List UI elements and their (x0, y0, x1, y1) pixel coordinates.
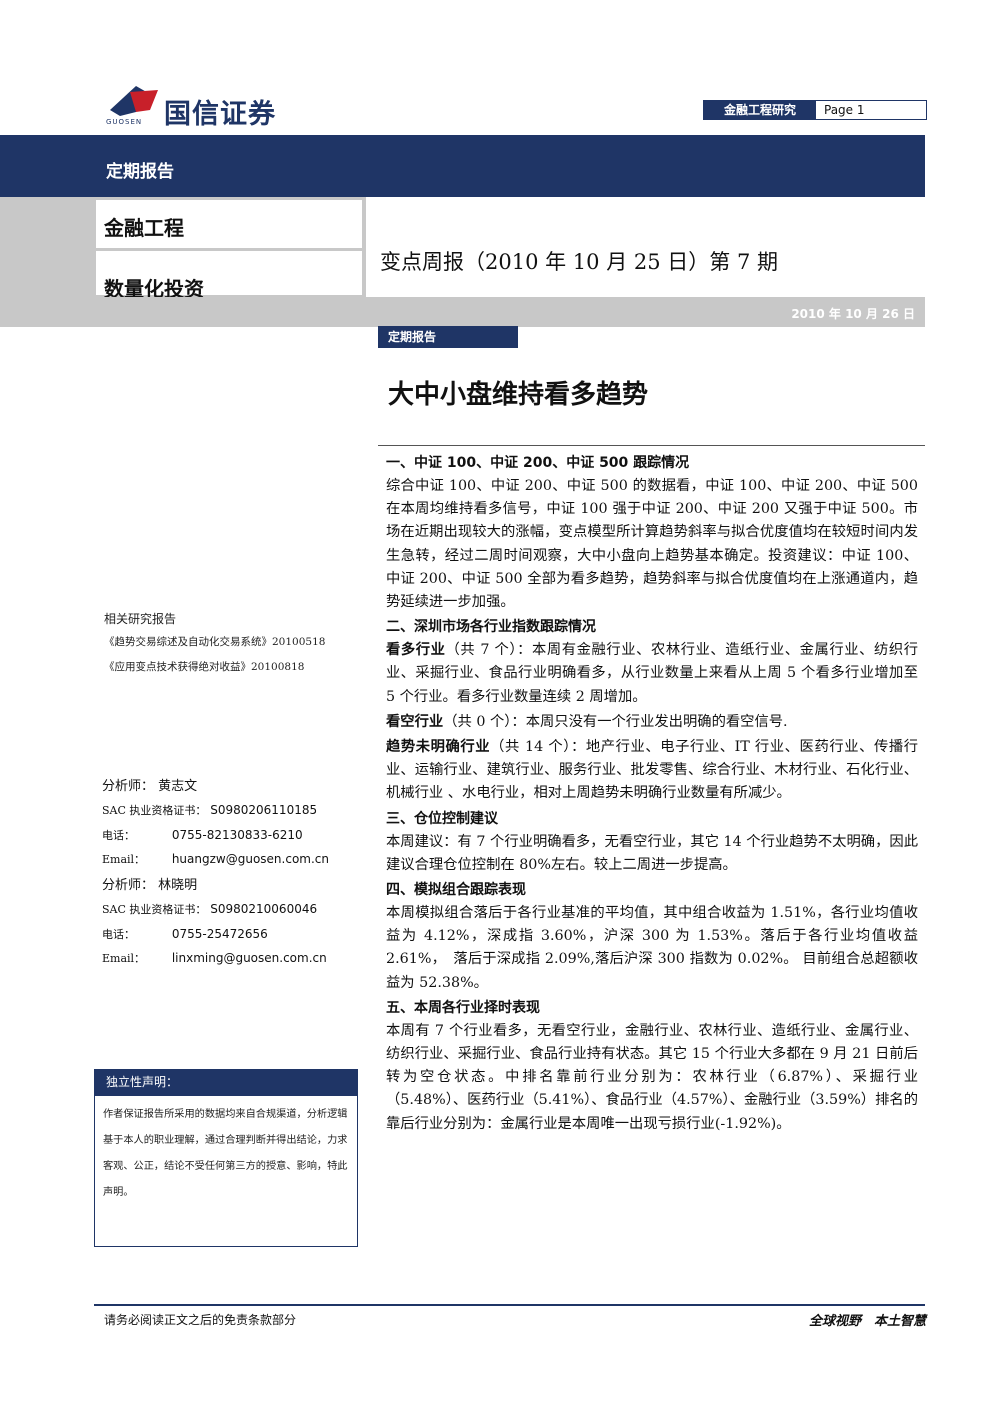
tel-2-value: 0755-25472656 (171, 927, 268, 941)
section-5-text: 本周有 7 个行业看多，无看空行业，金融行业、农林行业、造纸行业、金属行业、纺织… (386, 1022, 918, 1132)
headline: 大中小盘维持看多趋势 (388, 380, 649, 410)
analyst-1-name: 黄志文 (158, 779, 198, 794)
section-3-text: 本周建议：有 7 个行业明确看多，无看空行业，其它 14 个行业趋势不太明确，因… (386, 833, 918, 873)
sac-1-label: SAC 执业资格证书： (102, 804, 207, 817)
section-2-para-2: 看空行业（共 0 个）：本周只没有一个行业发出明确的看空信号. (386, 711, 918, 734)
disclaimer-text: 作者保证报告所采用的数据均来自合规渠道，分析逻辑基于本人的职业理解，通过合理判断… (103, 1109, 348, 1198)
disclaimer-title: 独立性声明： (94, 1069, 358, 1095)
disclaimer-box: 作者保证报告所采用的数据均来自合规渠道，分析逻辑基于本人的职业理解，通过合理判断… (94, 1095, 358, 1247)
headline-divider (378, 445, 925, 446)
section-3-title: 三、仓位控制建议 (386, 810, 498, 827)
unclear-lead: 趋势未明确行业 (386, 739, 491, 756)
unclear-text: 地产行业、电子行业、IT 行业、医药行业、传播行业、运输行业、建筑行业、服务行业… (386, 739, 919, 802)
analyst-2-label: 分析师： (102, 878, 155, 893)
dept-page-tag: 金融工程研究 Page 1 (703, 100, 927, 120)
section-4-text: 本周模拟组合落后于各行业基准的平均值，其中组合收益为 1.51%，各行业均值收益… (386, 905, 918, 991)
category-box-1: 金融工程 (96, 200, 362, 248)
report-type-label: 定期报告 (106, 162, 174, 182)
sac-2-value: S0980210060046 (210, 902, 318, 916)
analyst-2-sac: SAC 执业资格证书： S0980210060046 (102, 901, 317, 917)
report-type-bar: 定期报告 (0, 135, 925, 197)
email-1-label: Email： (102, 853, 146, 866)
page-number: Page 1 (824, 103, 865, 117)
bearish-count: （共 0 个）： (443, 713, 526, 730)
analyst-1-sac: SAC 执业资格证书： S0980206110185 (102, 802, 317, 818)
section-1-text: 综合中证 100、中证 200、中证 500 的数据看，中证 100、中证 20… (386, 478, 918, 611)
footer-slogan: 全球视野 本土智慧 (808, 1314, 926, 1329)
analyst-1-label: 分析师： (102, 779, 155, 794)
section-5-title: 五、本周各行业择时表现 (386, 999, 540, 1016)
analyst-1: 分析师： 黄志文 (102, 775, 197, 794)
analyst-2-tel: 电话： 0755-25472656 (102, 926, 268, 942)
email-2-value[interactable]: linxming@guosen.com.cn (171, 951, 327, 965)
analyst-2-name: 林晓明 (158, 878, 198, 893)
unclear-count: （共 14 个）： (490, 739, 586, 756)
related-report-2: 《应用变点技术获得绝对收益》20100818 (104, 661, 305, 673)
related-report-1: 《趋势交易综述及自动化交易系统》20100518 (104, 636, 326, 648)
analyst-2: 分析师： 林晓明 (102, 874, 197, 893)
logo-subtext: GUOSEN (106, 118, 143, 126)
analyst-1-email: Email： huangzw@guosen.com.cn (102, 851, 329, 867)
tel-1-value: 0755-82130833-6210 (171, 828, 303, 842)
report-label-badge: 定期报告 (378, 326, 518, 348)
tel-2-label: 电话： (102, 928, 135, 941)
email-1-value[interactable]: huangzw@guosen.com.cn (171, 852, 329, 866)
bullish-count: （共 7 个）： (445, 642, 533, 659)
tel-1-label: 电话： (102, 829, 135, 842)
sac-1-value: S0980206110185 (210, 803, 318, 817)
report-date: 2010 年 10 月 26 日 (791, 307, 915, 321)
category-financial-engineering: 金融工程 (104, 216, 184, 240)
bearish-text: 本周只没有一个行业发出明确的看空信号. (525, 713, 788, 730)
logo-text: 国信证券 (164, 99, 276, 130)
report-title: 变点周报（2010 年 10 月 25 日）第 7 期 (380, 250, 778, 274)
analyst-2-email: Email： linxming@guosen.com.cn (102, 950, 327, 966)
footer-disclaimer-note: 请务必阅读正文之后的免责条款部分 (104, 1313, 297, 1327)
bearish-lead: 看空行业 (386, 713, 444, 730)
bullish-text: 本周有金融行业、农林行业、造纸行业、金属行业、纺织行业、采掘行业、食品行业明确看… (386, 642, 919, 705)
main-body: 一、中证 100、中证 200、中证 500 跟踪情况 综合中证 100、中证 … (386, 452, 918, 1136)
sac-2-label: SAC 执业资格证书： (102, 903, 207, 916)
section-2-title: 二、深圳市场各行业指数跟踪情况 (386, 619, 596, 636)
section-2-para-1: 看多行业（共 7 个）：本周有金融行业、农林行业、造纸行业、金属行业、纺织行业、… (386, 639, 918, 709)
analyst-1-tel: 电话： 0755-82130833-6210 (102, 827, 303, 843)
email-2-label: Email： (102, 952, 146, 965)
bullish-lead: 看多行业 (386, 642, 446, 659)
guosen-logo-icon (110, 86, 158, 116)
dept-label: 金融工程研究 (704, 101, 816, 119)
footer-divider (94, 1304, 925, 1306)
section-4-title: 四、模拟组合跟踪表现 (386, 882, 526, 899)
related-reports-title: 相关研究报告 (104, 612, 177, 626)
date-bar: 2010 年 10 月 26 日 (0, 297, 925, 327)
section-2-para-3: 趋势未明确行业（共 14 个）：地产行业、电子行业、IT 行业、医药行业、传播行… (386, 736, 918, 806)
category-box-2: 数量化投资 (96, 251, 362, 301)
section-1-title: 一、中证 100、中证 200、中证 500 跟踪情况 (386, 455, 690, 471)
